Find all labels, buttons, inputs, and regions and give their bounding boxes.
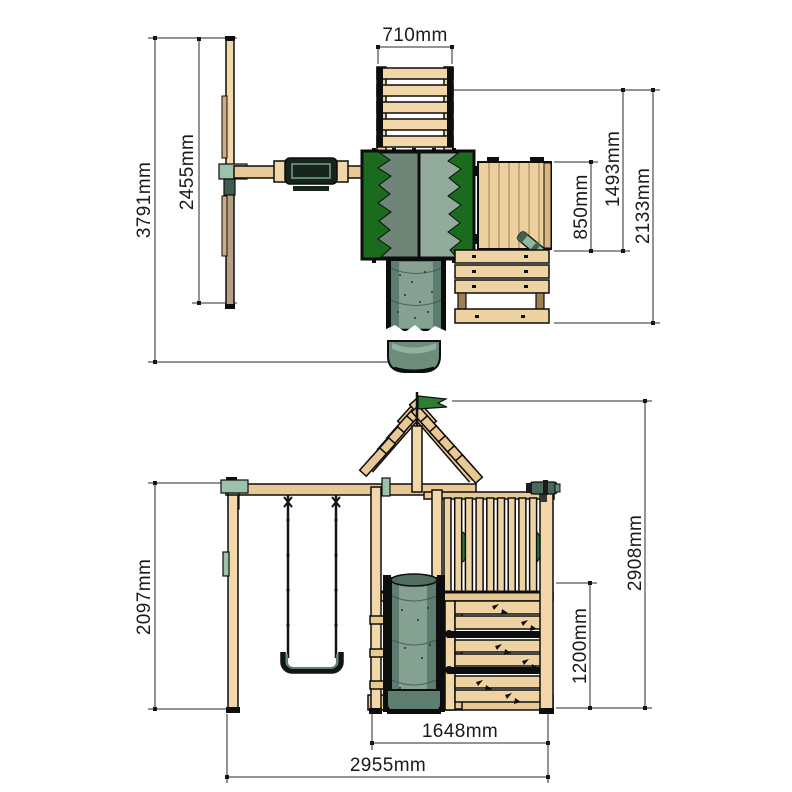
dim-label-2133: 2133mm [633, 168, 654, 244]
dim-label-1493: 1493mm [603, 131, 624, 207]
roof-king-post [411, 425, 423, 493]
slide-exit-front [386, 689, 442, 713]
slide-texture-dots [397, 271, 433, 319]
dim-overall-height: 2908mm [625, 399, 647, 710]
top-ladder [376, 66, 454, 153]
tower-roof [358, 392, 484, 493]
top-swing-beam [233, 157, 365, 191]
top-ladder-rungs [376, 67, 454, 148]
deck-plank-lines [488, 163, 540, 248]
dim-label-710: 710mm [382, 25, 447, 46]
slide-break-gap [384, 325, 446, 342]
flag [417, 395, 449, 410]
dim-deck-depth: 850mm [571, 160, 593, 253]
dim-label-2955: 2955mm [350, 755, 426, 776]
dim-swing-beam-depth: 2455mm [177, 37, 201, 305]
front-view: 2097mm 1200mm 2908mm 1648mm 2955mm [134, 392, 652, 783]
slide-front-dots [399, 607, 431, 696]
rope-knots [286, 518, 338, 627]
dim-swing-height: 2097mm [134, 481, 157, 711]
dim-label-2908: 2908mm [625, 515, 646, 591]
dim-label-3791: 3791mm [134, 162, 155, 238]
dim-tower-deck-depth: 1493mm [603, 88, 625, 253]
top-slide [384, 257, 446, 373]
telescope-front-icon [526, 480, 561, 502]
front-swing-frame [220, 477, 477, 713]
dim-overall-width: 2955mm [225, 755, 550, 779]
swing-beam-bracket [220, 479, 249, 494]
swing [280, 495, 344, 674]
dim-tower-steps-depth: 2133mm [633, 88, 655, 325]
dim-label-2455: 2455mm [177, 134, 198, 210]
dim-label-2097: 2097mm [134, 559, 155, 635]
tower-right-post [539, 489, 554, 711]
front-extension-lines [148, 400, 652, 783]
dim-overall-depth: 3791mm [134, 36, 157, 364]
swing-seat [280, 652, 344, 674]
dim-label-850: 850mm [571, 174, 592, 239]
dim-ladder-width: 710mm [376, 25, 454, 49]
front-slide [383, 573, 445, 714]
climbing-wall [445, 600, 553, 704]
swing-ropes [286, 495, 338, 658]
top-deck [474, 157, 552, 257]
swing-post [227, 494, 239, 710]
dim-label-1200: 1200mm [570, 608, 591, 684]
step-marks [472, 255, 528, 318]
rope-hardware [283, 496, 341, 508]
top-steps [454, 249, 550, 324]
dim-climbing-wall-height: 1200mm [570, 581, 592, 710]
ground-feet [369, 708, 554, 714]
dim-label-1648: 1648mm [422, 721, 498, 742]
tower-left-post [370, 486, 382, 711]
palisade-slats [443, 497, 538, 593]
top-view: 710mm 3791mm 2455mm 850mm 1493mm 2133mm [134, 25, 660, 373]
dim-tower-base-width: 1648mm [370, 721, 550, 745]
ladder-post [444, 600, 456, 711]
top-tower-canopy [360, 148, 476, 263]
